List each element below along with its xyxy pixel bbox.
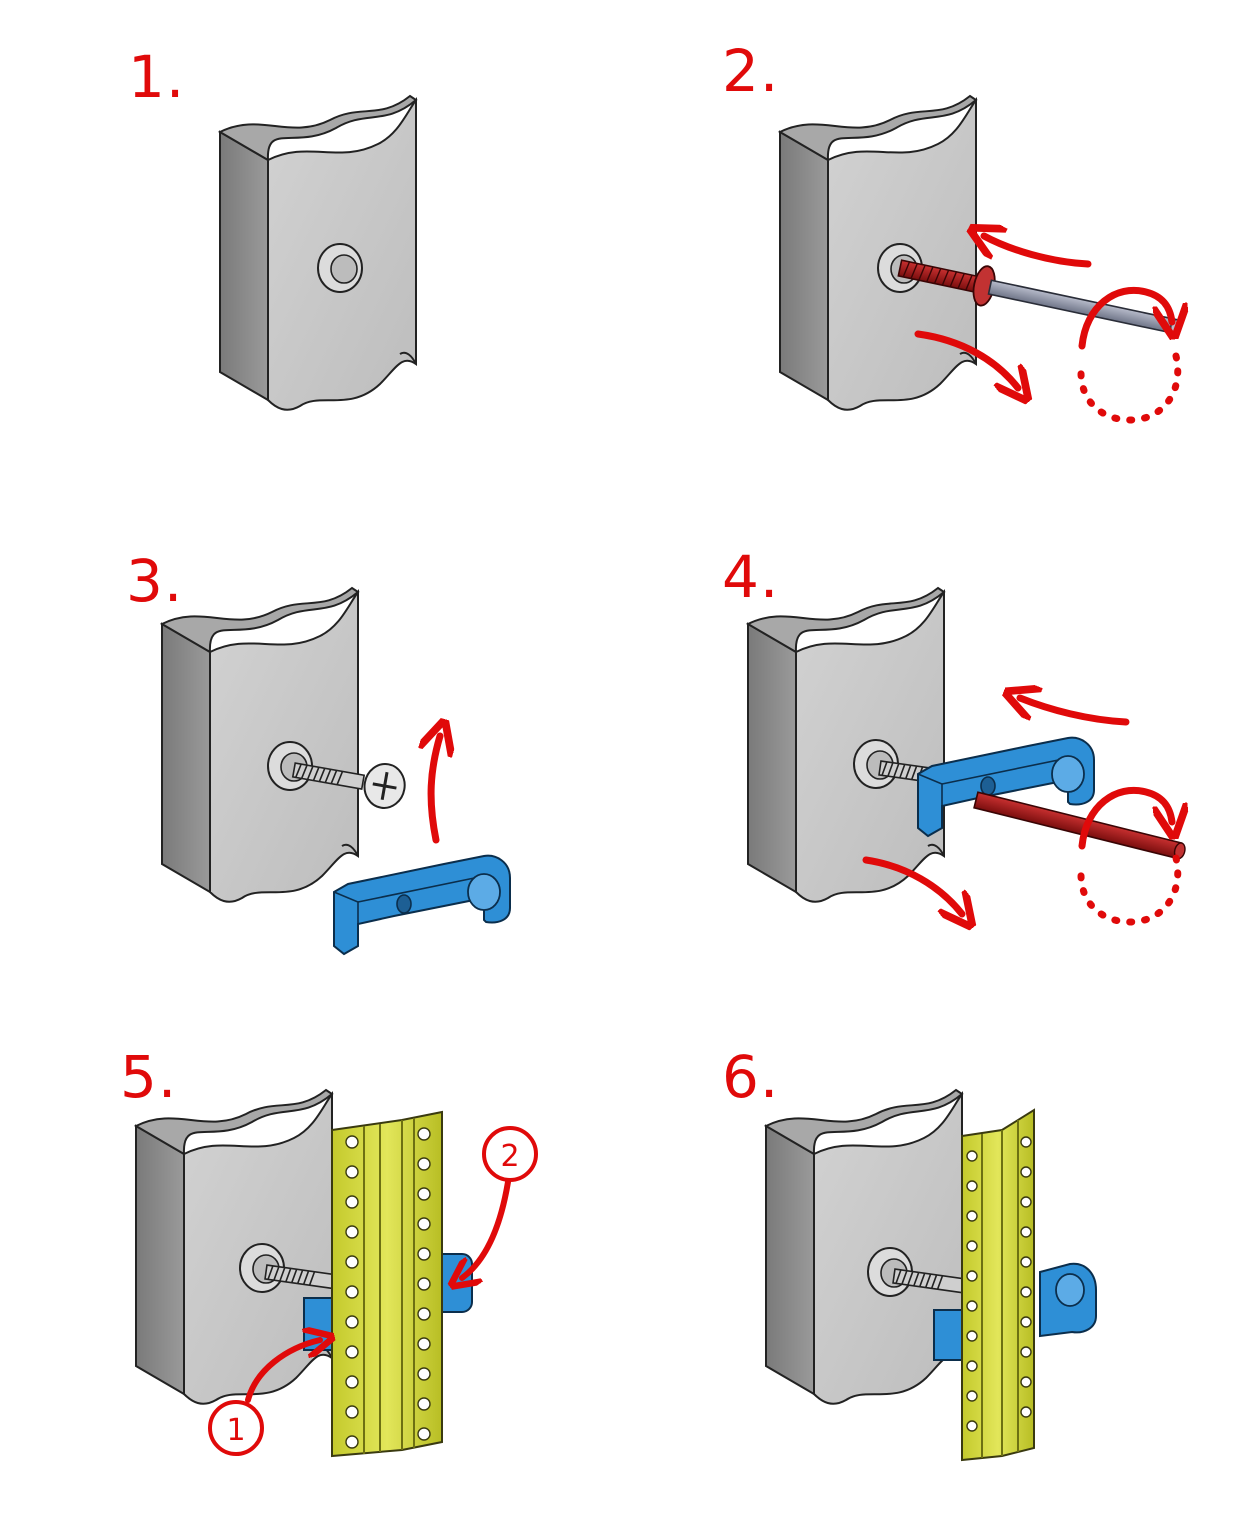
step-1-label: 1. [128,43,186,111]
step-1-illustration [219,95,417,411]
step-3-label: 3. [126,547,184,615]
step-2-illustration [779,95,1185,424]
step-5-illustration: 1 2 [135,1089,538,1457]
step-6-illustration [765,1089,1097,1462]
step-2-label: 2. [722,37,780,105]
step-4-illustration [747,587,1187,922]
step-3-illustration [161,587,511,955]
step-6-label: 6. [722,1043,780,1111]
step-5-label: 5. [120,1043,178,1111]
callout-2-label: 2 [500,1139,519,1174]
step-4-label: 4. [722,543,780,611]
callout-1-label: 1 [226,1413,245,1448]
